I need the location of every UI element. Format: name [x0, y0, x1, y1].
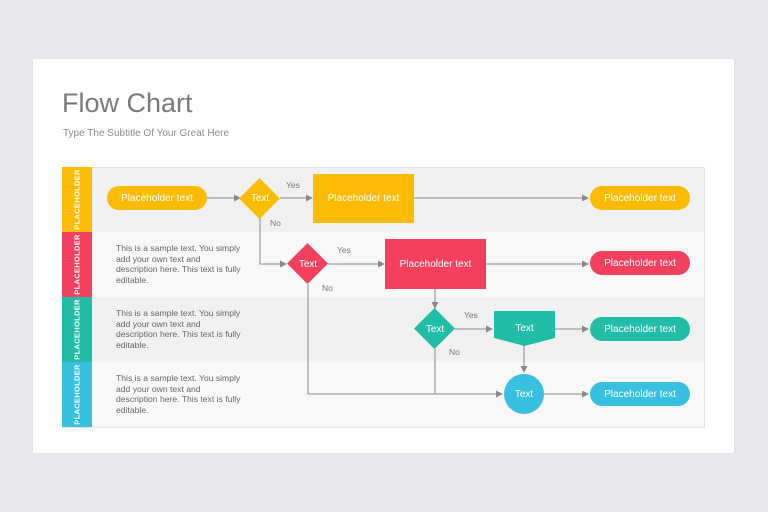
edge-decision2-no: [307, 284, 503, 398]
page-title: Flow Chart: [62, 88, 193, 118]
decision-label-2: Text: [298, 258, 318, 270]
page-subtitle: Type The Subtitle Of Your Great Here: [63, 128, 230, 139]
lane-tab-3: PLACEHOLDER: [62, 297, 92, 362]
branch-no-1: No: [270, 218, 281, 228]
lane-description-3: This is a sample text. You simply add yo…: [116, 308, 241, 350]
lane-description-2: This is a sample text. You simply add yo…: [116, 243, 241, 285]
start-node: Placeholder text: [107, 186, 207, 210]
process-label-3: Text: [515, 322, 534, 334]
lane-description-4: This is a sample text. You simply add yo…: [116, 373, 241, 415]
process-node-1: Placeholder text: [313, 174, 414, 223]
branch-yes-3: Yes: [464, 310, 478, 320]
branch-no-3: No: [449, 347, 460, 357]
branch-yes-1: Yes: [286, 180, 300, 190]
decision-label-1: Text: [250, 192, 270, 204]
branch-yes-2: Yes: [337, 245, 351, 255]
connector-node: Text: [504, 374, 544, 414]
end-node-2: Placeholder text: [590, 251, 690, 275]
lane-tab-1: PLACEHOLDER: [62, 167, 92, 232]
lane-tab-2: PLACEHOLDER: [62, 232, 92, 297]
branch-no-2: No: [322, 283, 333, 293]
decision-label-3: Text: [425, 323, 445, 335]
lane-tab-4: PLACEHOLDER: [62, 362, 92, 427]
end-node-1: Placeholder text: [590, 186, 690, 210]
process-node-2: Placeholder text: [385, 239, 486, 289]
edge-decision1-no: [259, 218, 287, 268]
process-node-3-shape: [494, 311, 555, 346]
end-node-4: Placeholder text: [590, 382, 690, 406]
end-node-3: Placeholder text: [590, 317, 690, 341]
